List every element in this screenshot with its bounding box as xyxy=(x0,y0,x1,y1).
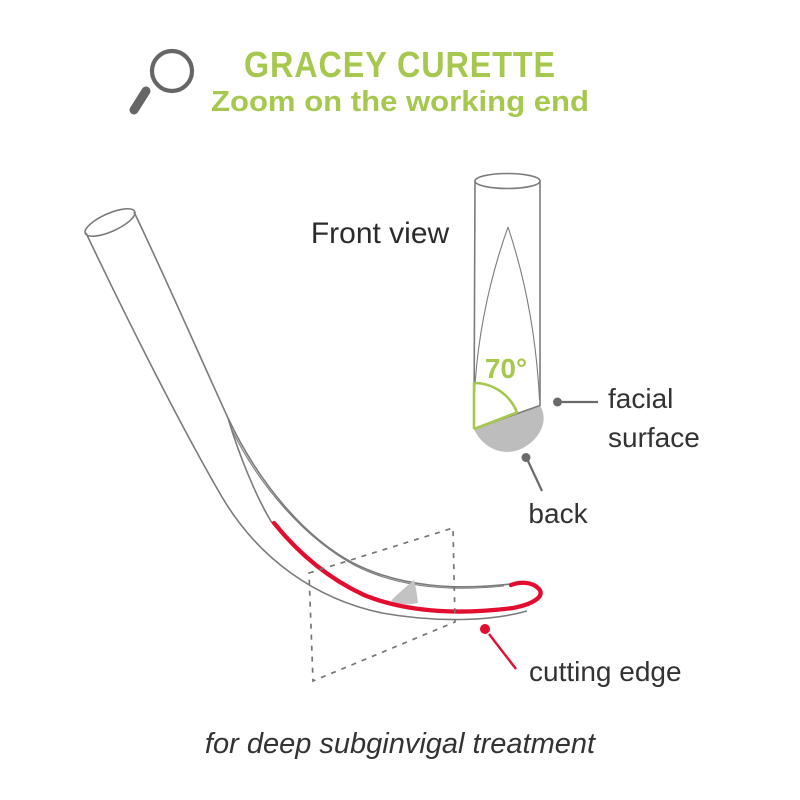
front-view-blade-left-curve xyxy=(473,226,509,403)
blade-top-outline xyxy=(227,417,512,588)
magnifier-icon xyxy=(129,48,195,115)
front-view-blade-right-curve xyxy=(507,226,541,401)
facial-leader-dot xyxy=(553,397,562,407)
angle-arc xyxy=(473,381,519,413)
back-leader-dot xyxy=(521,453,531,462)
magnifier-lens xyxy=(149,48,195,94)
cutting-edge-leader-line xyxy=(488,633,517,670)
section-plane-dashed xyxy=(308,526,456,683)
page-subtitle: Zoom on the working end xyxy=(211,86,589,118)
cutting-edge-highlight xyxy=(271,520,543,614)
front-view-label: Front view xyxy=(311,217,450,250)
magnifier-handle xyxy=(129,86,151,115)
angle-value-label: 70° xyxy=(485,353,527,384)
shank-left-and-blade-bottom-outline xyxy=(85,232,528,621)
curette-side-view xyxy=(84,207,543,683)
curette-front-view: 70° xyxy=(472,172,544,452)
footer-caption: for deep subginvigal treatment xyxy=(205,728,597,760)
back-callout: back xyxy=(521,453,589,529)
cutting-edge-callout: cutting edge xyxy=(480,624,682,687)
cross-section-back-fin xyxy=(391,580,418,605)
facial-surface-callout: facial surface xyxy=(553,383,700,453)
angle-slant-radius xyxy=(473,411,518,431)
facial-surface-label-line2: surface xyxy=(608,422,700,453)
cutting-edge-leader-dot xyxy=(480,624,490,634)
facial-surface-inner-line xyxy=(230,427,505,589)
cutting-edge-label: cutting edge xyxy=(529,656,682,687)
rounded-back-fill xyxy=(474,405,544,452)
neck-to-cutting-edge-line xyxy=(227,417,273,524)
back-leader-line xyxy=(527,460,543,492)
handle-end-ellipse xyxy=(84,207,136,238)
page-title: GRACEY CURETTE xyxy=(244,44,556,85)
back-label: back xyxy=(528,498,588,529)
shank-right-outline xyxy=(133,211,229,419)
facial-surface-label-line1: facial xyxy=(608,383,673,414)
front-view-top-ellipse xyxy=(474,172,541,190)
